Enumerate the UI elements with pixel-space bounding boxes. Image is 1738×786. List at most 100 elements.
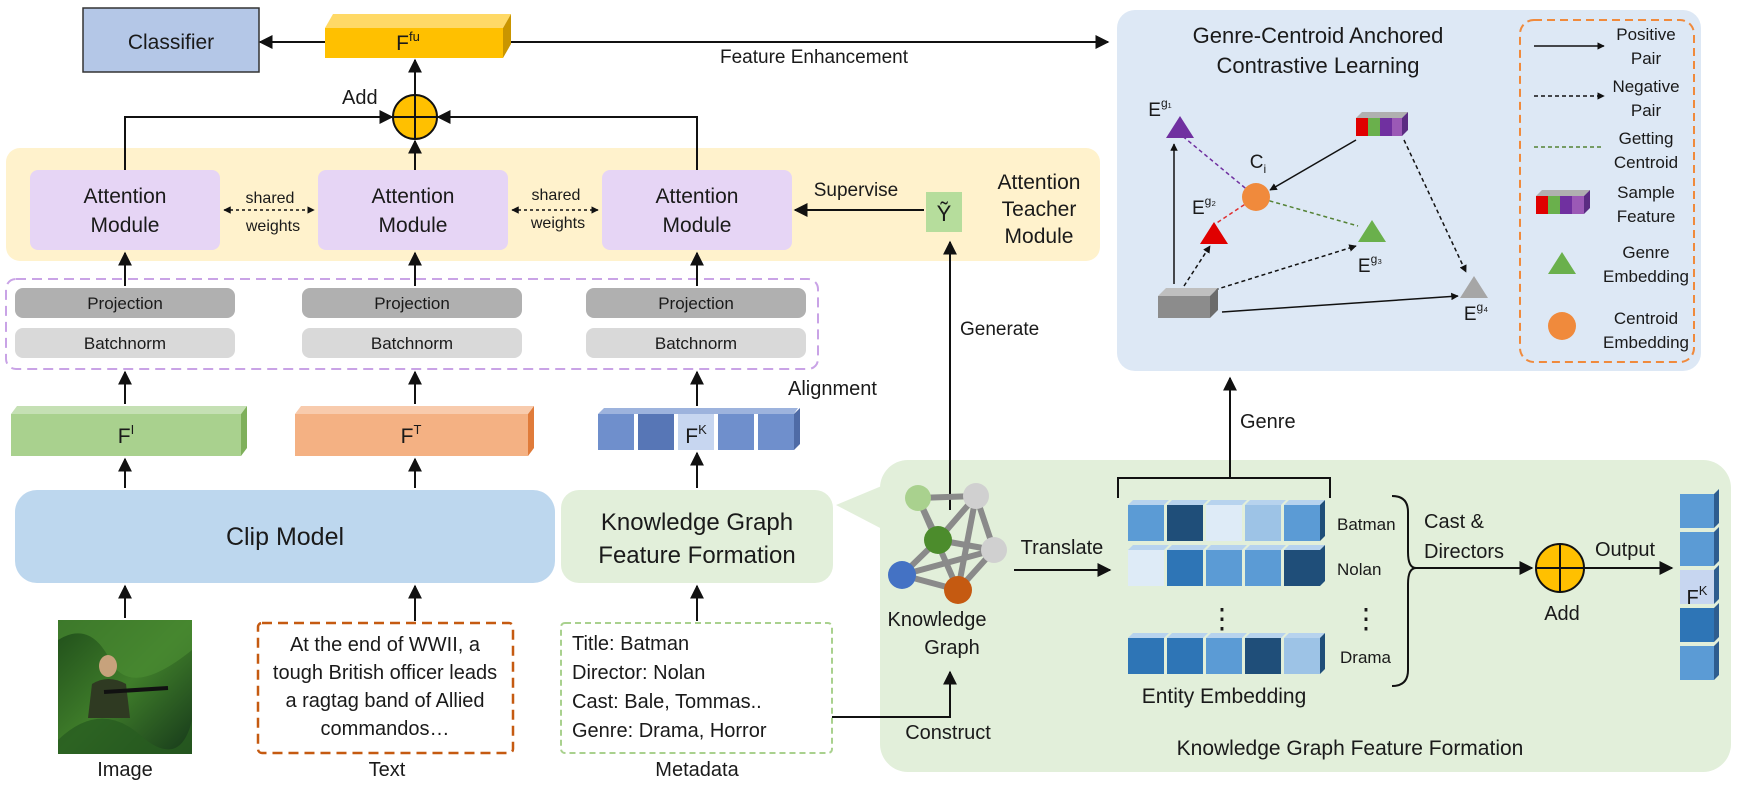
output-cube	[1680, 532, 1714, 566]
cast-label-2: Directors	[1424, 541, 1504, 563]
entity-cube-top	[1128, 545, 1169, 550]
output-cube	[1680, 608, 1714, 642]
eg1-label: Eg₁	[1148, 96, 1171, 121]
entity-row-batman: Batman	[1337, 515, 1396, 534]
legend-sample-1: Sample	[1617, 183, 1675, 202]
entity-cube	[1167, 550, 1203, 586]
input-image	[58, 620, 192, 754]
output-cube	[1680, 646, 1714, 680]
link-ci-eg1	[1179, 133, 1257, 198]
kg-panel-title: Knowledge Graph Feature Formation	[1177, 737, 1524, 760]
svg-text:Title: Batman: Title: Batman	[572, 633, 689, 655]
kg-callout	[836, 485, 884, 530]
generate-label: Generate	[960, 319, 1039, 340]
add-label-top: Add	[342, 87, 378, 109]
legend-centroid-1: Getting	[1619, 129, 1674, 148]
svg-text:Ỹ: Ỹ	[937, 201, 952, 226]
ffu-feature: Ffu	[325, 14, 511, 58]
svg-text:Batchnorm: Batchnorm	[371, 334, 453, 353]
svg-text:Attention: Attention	[372, 185, 455, 208]
entity-embedding-grid	[1128, 500, 1325, 674]
image-label: Image	[97, 759, 153, 781]
svg-text:Director: Nolan: Director: Nolan	[572, 662, 705, 684]
svg-text:Module: Module	[379, 214, 448, 237]
genre-label: Genre	[1240, 411, 1296, 433]
svg-text:Projection: Projection	[658, 294, 734, 313]
output-cube-side	[1714, 565, 1719, 604]
clip-model: Clip Model	[15, 490, 555, 583]
entity-cube	[1284, 505, 1320, 541]
text-label: Text	[369, 759, 406, 781]
construct-label: Construct	[905, 722, 991, 744]
svg-text:Module: Module	[663, 214, 732, 237]
kg-network	[888, 483, 1007, 604]
attention-module-3: Attention Module	[602, 170, 792, 250]
legend-cent-1: Centroid	[1614, 309, 1678, 328]
cast-label-1: Cast &	[1424, 511, 1485, 533]
entity-row-nolan: Nolan	[1337, 560, 1381, 579]
output-cube-side	[1714, 641, 1719, 680]
fk-feature: FK	[598, 408, 800, 450]
entity-cube	[1284, 550, 1320, 586]
legend-positive-2: Pair	[1631, 49, 1662, 68]
legend-genre-2: Embedding	[1603, 267, 1689, 286]
entity-cube	[1128, 638, 1164, 674]
entity-cube-top	[1167, 633, 1208, 638]
entity-cube	[1167, 638, 1203, 674]
input-text: At the end of WWII, a tough British offi…	[256, 621, 515, 755]
genre-triangle-g3	[1358, 220, 1386, 242]
pos-sample-ci	[1269, 139, 1357, 191]
entity-cube-top	[1284, 633, 1325, 638]
construct-arrow	[832, 670, 957, 718]
attention-module-2: Attention Module	[318, 170, 508, 250]
svg-text:Cast: Bale, Tommas..: Cast: Bale, Tommas..	[572, 691, 762, 713]
attention-module-1: Attention Module	[30, 170, 220, 250]
contrast-title-1: Genre-Centroid Anchored	[1193, 23, 1444, 48]
legend-sample-2: Feature	[1617, 207, 1676, 226]
legend-sample-icon	[1536, 190, 1590, 214]
entity-cube-top	[1245, 633, 1286, 638]
sample-feature-node	[1356, 112, 1408, 136]
supervise-label: Supervise	[814, 180, 899, 201]
svg-text:Clip Model: Clip Model	[226, 523, 344, 551]
kg-label-2: Graph	[924, 637, 980, 659]
entity-embedding-label: Entity Embedding	[1142, 685, 1307, 708]
batchnorm-1: Batchnorm	[15, 328, 235, 358]
entity-cube	[1284, 638, 1320, 674]
output-cube-side	[1714, 603, 1719, 642]
projection-1: Projection	[15, 288, 235, 318]
ft-feature: FT	[295, 406, 534, 456]
fi-feature: FI	[11, 406, 247, 456]
entity-cube	[1206, 505, 1242, 541]
neg-feature-eg3	[1207, 244, 1357, 293]
neg-sample-eg4	[1403, 139, 1467, 273]
shared-weights-label-2b: weights	[530, 215, 585, 232]
svg-text:Batchnorm: Batchnorm	[655, 334, 737, 353]
entity-cube-side	[1320, 545, 1325, 586]
classifier-label: Classifier	[128, 31, 214, 54]
metadata-label: Metadata	[655, 759, 739, 781]
legend-cent-2: Embedding	[1603, 333, 1689, 352]
shared-weights-label-2a: shared	[532, 187, 581, 204]
contrast-panel	[1117, 10, 1701, 371]
eg3-label: Eg₃	[1358, 252, 1382, 277]
entity-cube-side	[1320, 500, 1325, 541]
kg-panel	[880, 460, 1731, 772]
alignment-box	[5, 278, 819, 370]
output-cube	[1680, 494, 1714, 528]
svg-text:FK: FK	[685, 422, 707, 448]
svg-text:Batchnorm: Batchnorm	[84, 334, 166, 353]
genre-triangle-g1	[1166, 116, 1194, 138]
y-tilde-box: Ỹ	[926, 192, 962, 232]
output-cube-side	[1714, 489, 1719, 528]
entity-cube	[1206, 550, 1242, 586]
legend-centroid-icon	[1548, 312, 1576, 340]
svg-text:At the end of WWII, a: At the end of WWII, a	[290, 634, 481, 656]
teacher-label-2: Teacher	[1002, 198, 1077, 221]
genre-triangle-g2	[1200, 222, 1228, 244]
legend-negative-1: Negative	[1612, 77, 1679, 96]
output-label: Output	[1595, 539, 1655, 561]
output-fk-label: FK	[1687, 583, 1708, 609]
entity-row-drama: Drama	[1340, 648, 1392, 667]
batchnorm-3: Batchnorm	[586, 328, 806, 358]
